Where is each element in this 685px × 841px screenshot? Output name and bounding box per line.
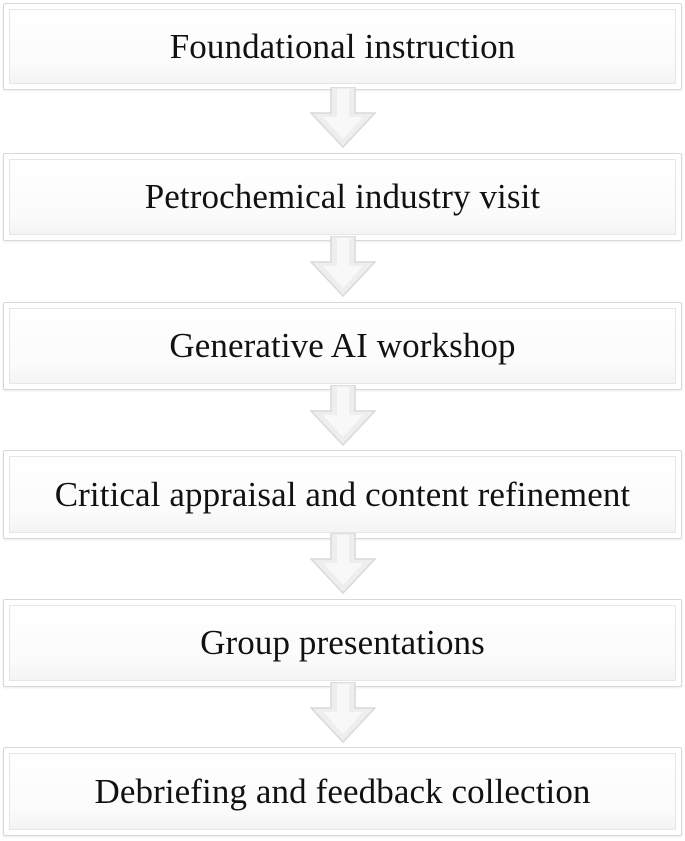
step-label: Petrochemical industry visit: [144, 177, 541, 216]
down-arrow-icon: [309, 385, 377, 447]
step-label: Critical appraisal and content refinemen…: [54, 474, 631, 514]
down-arrow-icon: [309, 533, 377, 595]
step-label: Generative AI workshop: [169, 326, 516, 365]
step-box-group-presentations: Group presentations: [3, 599, 682, 687]
step-label: Foundational instruction: [169, 26, 516, 66]
step-box-generative-ai-workshop: Generative AI workshop: [3, 302, 682, 390]
step-box-debriefing-feedback: Debriefing and feedback collection: [3, 747, 682, 836]
down-arrow-icon: [309, 236, 377, 298]
step-box-petrochemical-industry-visit: Petrochemical industry visit: [3, 153, 682, 241]
step-box-critical-appraisal: Critical appraisal and content refinemen…: [3, 450, 682, 539]
down-arrow-icon: [309, 87, 377, 149]
down-arrow-icon: [309, 682, 377, 744]
step-box-foundational-instruction: Foundational instruction: [3, 3, 682, 90]
step-label: Group presentations: [200, 623, 485, 662]
step-label: Debriefing and feedback collection: [94, 771, 591, 811]
